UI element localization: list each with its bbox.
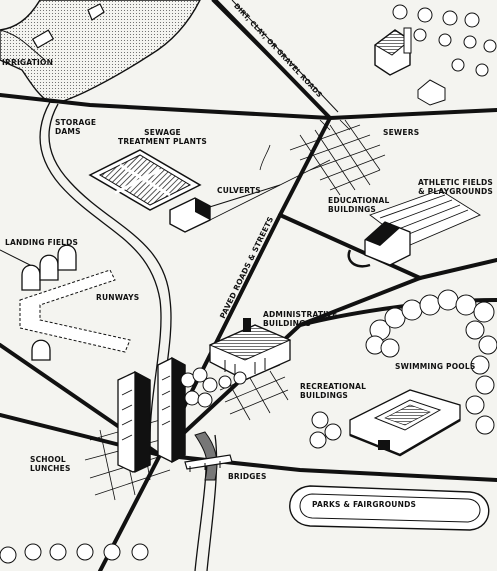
farm [374,27,446,106]
admin-building [208,318,292,381]
label-recreational: RECREATIONAL BUILDINGS [300,382,367,400]
label-irrigation: IRRIGATION [2,58,54,67]
bridge [184,454,233,472]
recreational-building [349,389,461,457]
culvert-box [169,144,331,233]
runways [19,269,131,353]
label-swimming-pools: SWIMMING POOLS [395,362,476,371]
park-trees [309,289,497,449]
label-sewers: SEWERS [383,128,420,137]
orchard-trees [392,4,497,77]
river [39,101,162,441]
dam-structure [31,29,55,49]
hangars [21,244,77,361]
city-trees [180,367,247,408]
label-culverts: CULVERTS [217,186,261,195]
sewers-grid [289,119,386,196]
school-building [347,221,411,268]
label-school-lunches: SCHOOL LUNCHES [30,455,71,473]
label-sewage-plants: SEWAGE TREATMENT PLANTS [118,128,208,146]
label-bridges: BRIDGES [228,472,267,481]
label-parks-fairgrounds: PARKS & FAIRGROUNDS [312,500,417,509]
label-landing-fields: LANDING FIELDS [5,238,79,247]
sewage-plant [88,149,202,211]
label-runways: RUNWAYS [96,293,140,302]
label-educational: EDUCATIONAL BUILDINGS [328,196,390,214]
label-storage-dams: STORAGE DAMS [55,118,97,136]
label-athletic-fields: ATHLETIC FIELDS & PLAYGROUNDS [418,178,493,196]
bottom-trees [0,543,149,564]
label-administrative: ADMINISTRATIVE BUILDINGS [263,310,338,328]
